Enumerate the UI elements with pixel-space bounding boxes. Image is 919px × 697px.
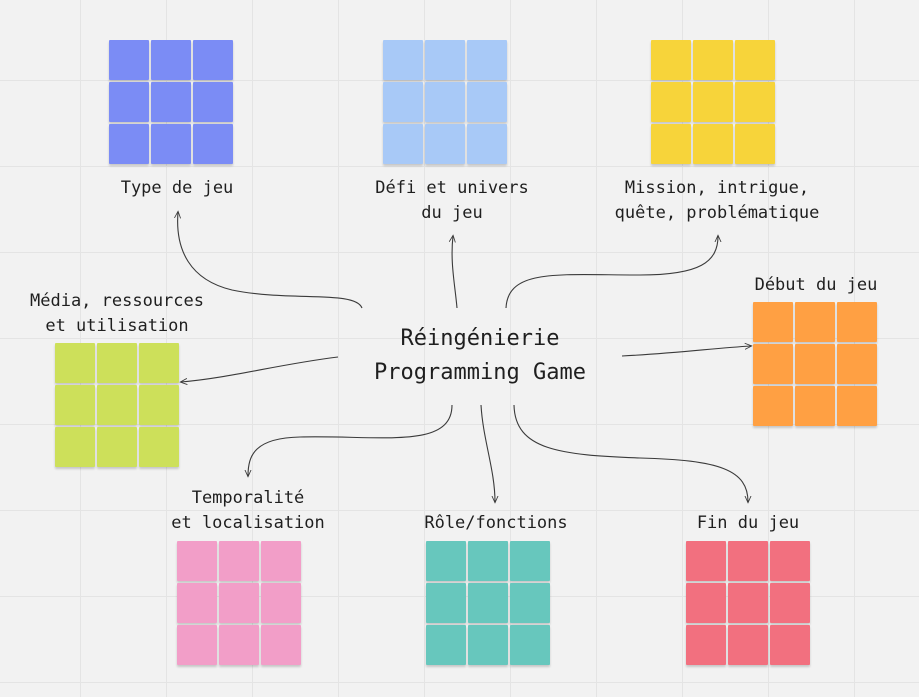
sticky-note[interactable]	[728, 541, 768, 581]
label-debut-du-jeu: Début du jeu	[754, 275, 878, 295]
label-temporalite: Temporalité et localisation	[171, 488, 325, 533]
sticky-note[interactable]	[97, 427, 137, 467]
sticky-note[interactable]	[468, 625, 508, 665]
sticky-note[interactable]	[219, 625, 259, 665]
sticky-note[interactable]	[109, 40, 149, 80]
arrow-to-temporalite	[248, 404, 453, 476]
label-defi-univers: Défi et univers du jeu	[375, 178, 529, 223]
sticky-note[interactable]	[735, 82, 775, 122]
sticky-note[interactable]	[837, 344, 877, 384]
sticky-cluster-type-de-jeu[interactable]	[109, 40, 233, 164]
sticky-cluster-media[interactable]	[55, 343, 179, 467]
sticky-cluster-role-fonctions[interactable]	[426, 541, 550, 665]
sticky-note[interactable]	[97, 385, 137, 425]
sticky-note[interactable]	[425, 124, 465, 164]
label-role-fonctions: Rôle/fonctions	[424, 513, 568, 533]
sticky-note[interactable]	[753, 344, 793, 384]
sticky-note[interactable]	[510, 541, 550, 581]
sticky-note[interactable]	[177, 625, 217, 665]
sticky-note[interactable]	[770, 583, 810, 623]
sticky-note[interactable]	[261, 625, 301, 665]
sticky-note[interactable]	[261, 583, 301, 623]
sticky-note[interactable]	[770, 541, 810, 581]
sticky-cluster-debut-du-jeu[interactable]	[753, 302, 877, 426]
sticky-note[interactable]	[193, 124, 233, 164]
label-mission: Mission, intrigue, quête, problématique	[614, 178, 820, 223]
arrow-to-defi	[452, 236, 458, 309]
sticky-note[interactable]	[693, 40, 733, 80]
sticky-note[interactable]	[425, 82, 465, 122]
arrow-to-media	[181, 356, 339, 382]
sticky-note[interactable]	[151, 82, 191, 122]
sticky-note[interactable]	[426, 541, 466, 581]
arrow-to-mission	[505, 236, 718, 309]
central-topic: Réingénierie Programming Game	[330, 322, 630, 390]
sticky-note[interactable]	[426, 583, 466, 623]
sticky-note[interactable]	[109, 124, 149, 164]
sticky-note[interactable]	[193, 82, 233, 122]
sticky-note[interactable]	[139, 385, 179, 425]
arrow-to-role	[480, 404, 495, 502]
sticky-note[interactable]	[467, 40, 507, 80]
sticky-note[interactable]	[193, 40, 233, 80]
sticky-note[interactable]	[177, 583, 217, 623]
label-type-de-jeu: Type de jeu	[120, 178, 234, 198]
sticky-note[interactable]	[837, 302, 877, 342]
sticky-note[interactable]	[735, 124, 775, 164]
sticky-note[interactable]	[651, 82, 691, 122]
sticky-note[interactable]	[383, 40, 423, 80]
sticky-note[interactable]	[151, 40, 191, 80]
sticky-cluster-mission[interactable]	[651, 40, 775, 164]
sticky-note[interactable]	[468, 541, 508, 581]
sticky-note[interactable]	[795, 302, 835, 342]
sticky-note[interactable]	[651, 124, 691, 164]
sticky-note[interactable]	[139, 427, 179, 467]
sticky-cluster-defi-univers[interactable]	[383, 40, 507, 164]
sticky-note[interactable]	[728, 625, 768, 665]
sticky-note[interactable]	[651, 40, 691, 80]
sticky-note[interactable]	[177, 541, 217, 581]
sticky-note[interactable]	[219, 583, 259, 623]
sticky-note[interactable]	[686, 625, 726, 665]
sticky-note[interactable]	[425, 40, 465, 80]
sticky-note[interactable]	[753, 386, 793, 426]
sticky-note[interactable]	[426, 625, 466, 665]
sticky-note[interactable]	[55, 385, 95, 425]
sticky-note[interactable]	[753, 302, 793, 342]
sticky-note[interactable]	[837, 386, 877, 426]
sticky-note[interactable]	[383, 124, 423, 164]
sticky-note[interactable]	[261, 541, 301, 581]
sticky-note[interactable]	[151, 124, 191, 164]
sticky-note[interactable]	[693, 124, 733, 164]
sticky-note[interactable]	[686, 541, 726, 581]
sticky-note[interactable]	[468, 583, 508, 623]
sticky-note[interactable]	[55, 343, 95, 383]
sticky-note[interactable]	[693, 82, 733, 122]
sticky-note[interactable]	[795, 386, 835, 426]
central-topic-line-2: Programming Game	[374, 360, 586, 385]
sticky-note[interactable]	[97, 343, 137, 383]
sticky-cluster-fin-du-jeu[interactable]	[686, 541, 810, 665]
sticky-note[interactable]	[55, 427, 95, 467]
sticky-note[interactable]	[770, 625, 810, 665]
label-fin-du-jeu: Fin du jeu	[696, 513, 800, 533]
sticky-note[interactable]	[686, 583, 726, 623]
label-media: Média, ressources et utilisation	[30, 291, 204, 336]
sticky-note[interactable]	[510, 583, 550, 623]
sticky-note[interactable]	[467, 82, 507, 122]
sticky-note[interactable]	[735, 40, 775, 80]
arrow-to-fin	[513, 404, 748, 502]
sticky-note[interactable]	[139, 343, 179, 383]
sticky-note[interactable]	[467, 124, 507, 164]
sticky-note[interactable]	[510, 625, 550, 665]
sticky-note[interactable]	[728, 583, 768, 623]
sticky-note[interactable]	[383, 82, 423, 122]
central-topic-line-1: Réingénierie	[400, 326, 560, 351]
sticky-note[interactable]	[219, 541, 259, 581]
sticky-note[interactable]	[109, 82, 149, 122]
sticky-note[interactable]	[795, 344, 835, 384]
arrow-to-debut	[621, 346, 751, 357]
sticky-cluster-temporalite[interactable]	[177, 541, 301, 665]
